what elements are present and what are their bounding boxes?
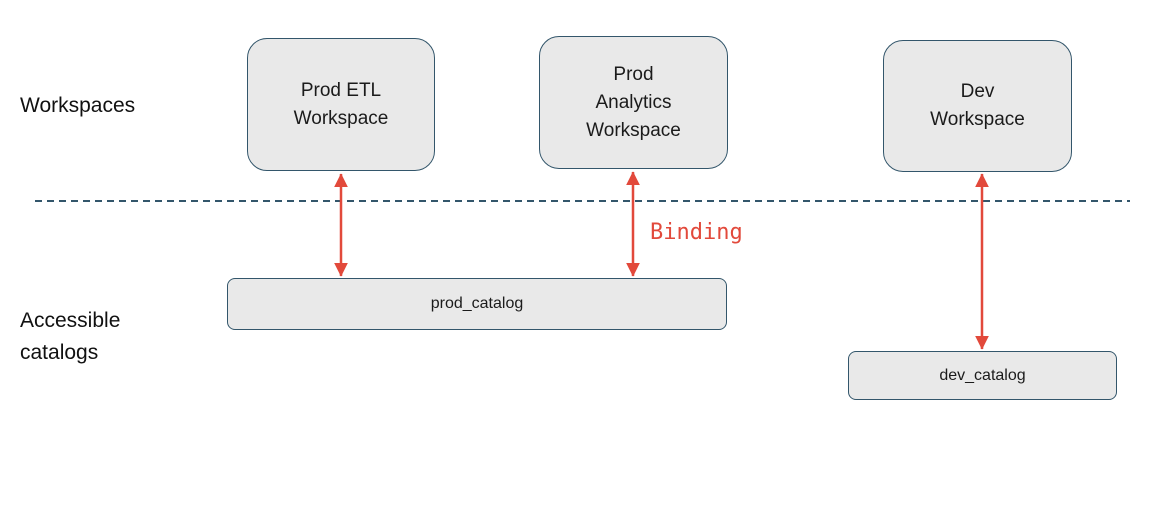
binding-annotation: Binding	[650, 220, 743, 245]
catalog-label-prod: prod_catalog	[430, 295, 524, 312]
workspace-box-prod-analytics: Prod Analytics Workspace	[539, 36, 728, 169]
catalog-box-dev: dev_catalog	[848, 351, 1117, 400]
workspace-box-prod-etl: Prod ETL Workspace	[247, 38, 435, 171]
row-label-accessible-catalogs: Accessible catalogs	[20, 309, 121, 364]
catalog-label-dev: dev_catalog	[939, 366, 1026, 384]
catalog-box-prod: prod_catalog	[227, 278, 727, 330]
workspace-box-dev: Dev Workspace	[883, 40, 1072, 172]
workspace-label-prod-etl: Prod ETL Workspace	[293, 79, 389, 129]
workspace-label-dev: Dev Workspace	[930, 81, 1025, 130]
workspace-label-prod-analytics: Prod Analytics Workspace	[586, 63, 681, 141]
row-label-workspaces: Workspaces	[20, 94, 136, 117]
